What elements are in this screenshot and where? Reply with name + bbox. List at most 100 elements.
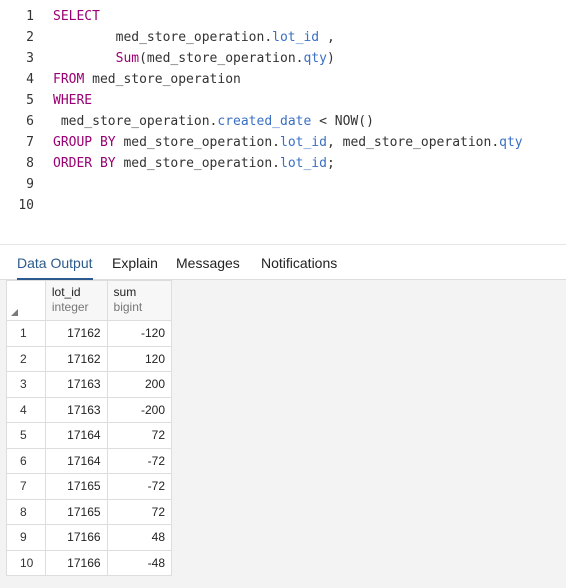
- cell-sum[interactable]: 72: [106, 498, 173, 525]
- code-line[interactable]: 1 SELECT: [0, 6, 566, 27]
- code-line[interactable]: 4 FROM med_store_operation: [0, 69, 566, 90]
- code-line[interactable]: 9: [0, 174, 566, 195]
- row-number[interactable]: 4: [6, 396, 46, 423]
- cell-sum[interactable]: -72: [106, 447, 173, 474]
- sort-triangle-icon: [11, 309, 18, 316]
- sql-text: , med_store_operation.: [326, 135, 500, 150]
- cell-sum[interactable]: 48: [106, 524, 173, 551]
- tab-data-output[interactable]: Data Output: [17, 245, 93, 280]
- column-name: lot_id: [51, 285, 81, 299]
- column-header-lot-id[interactable]: lot_id integer: [44, 280, 108, 321]
- line-number: 9: [26, 177, 34, 192]
- sql-text: med_store_operation.: [115, 135, 280, 150]
- row-number[interactable]: 7: [6, 473, 46, 500]
- cell-sum[interactable]: -120: [106, 320, 173, 347]
- cell-sum[interactable]: -200: [106, 396, 173, 423]
- column-name: sum: [113, 285, 137, 299]
- code-line[interactable]: 7 GROUP BY med_store_operation.lot_id, me…: [0, 132, 566, 153]
- cell-lot-id[interactable]: 17162: [44, 320, 108, 347]
- cell-lot-id[interactable]: 17166: [44, 524, 108, 551]
- cell-lot-id[interactable]: 17162: [44, 345, 108, 372]
- sql-field: qty: [499, 135, 523, 150]
- column-type: integer: [51, 300, 89, 314]
- row-number[interactable]: 5: [6, 422, 46, 449]
- line-number: 1: [26, 9, 34, 24]
- code-line[interactable]: 2 med_store_operation.lot_id ,: [0, 27, 566, 48]
- line-number: 3: [26, 51, 34, 66]
- cell-lot-id[interactable]: 17164: [44, 422, 108, 449]
- sql-field: qty: [303, 51, 327, 66]
- sql-field: lot_id: [280, 156, 327, 171]
- sql-keyword: WHERE: [53, 93, 93, 108]
- sql-text: ,: [319, 30, 335, 45]
- cell-sum[interactable]: -48: [106, 549, 173, 576]
- sql-field: lot_id: [272, 30, 320, 45]
- code-line[interactable]: 10: [0, 195, 566, 216]
- tab-explain[interactable]: Explain: [112, 255, 158, 271]
- line-number: 8: [26, 156, 34, 171]
- grid-corner-cell[interactable]: [6, 280, 46, 321]
- sql-text: (med_store_operation.: [139, 51, 304, 66]
- line-number: 10: [18, 198, 34, 213]
- row-number[interactable]: 6: [6, 447, 46, 474]
- row-number[interactable]: 9: [6, 524, 46, 551]
- sql-keyword: Sum: [115, 51, 140, 66]
- code-text: ORDER BY med_store_operation.lot_id;: [53, 153, 335, 174]
- column-header-sum[interactable]: sum bigint: [106, 280, 173, 321]
- code-line[interactable]: 3 Sum(med_store_operation.qty): [0, 48, 566, 69]
- cell-sum[interactable]: 72: [106, 422, 173, 449]
- row-number[interactable]: 10: [6, 549, 46, 576]
- results-tabbar: Data Output Explain Messages Notificatio…: [0, 245, 566, 280]
- code-line[interactable]: 8 ORDER BY med_store_operation.lot_id;: [0, 153, 566, 174]
- code-text: SELECT: [53, 6, 100, 27]
- cell-sum[interactable]: -72: [106, 473, 173, 500]
- tab-messages[interactable]: Messages: [176, 255, 240, 271]
- sql-text: med_store_operation.: [53, 30, 273, 45]
- sql-text: med_store_operation.: [115, 156, 280, 171]
- line-number: 2: [26, 30, 34, 45]
- results-panel: Data Output Explain Messages Notificatio…: [0, 244, 566, 588]
- grid-header-row: lot_id integer sum bigint: [6, 280, 173, 321]
- tab-notifications[interactable]: Notifications: [261, 255, 338, 271]
- row-number[interactable]: 2: [6, 345, 46, 372]
- row-number[interactable]: 3: [6, 371, 46, 398]
- code-line[interactable]: 6 med_store_operation.created_date < NOW…: [0, 111, 566, 132]
- code-text: Sum(med_store_operation.qty): [53, 48, 335, 69]
- cell-lot-id[interactable]: 17163: [44, 396, 108, 423]
- sql-text: [53, 51, 116, 66]
- row-number[interactable]: 8: [6, 498, 46, 525]
- cell-lot-id[interactable]: 17165: [44, 473, 108, 500]
- cell-lot-id[interactable]: 17165: [44, 498, 108, 525]
- cell-sum[interactable]: 120: [106, 345, 173, 372]
- sql-keyword: FROM: [53, 72, 85, 87]
- cell-sum[interactable]: 200: [106, 371, 173, 398]
- code-text: GROUP BY med_store_operation.lot_id, med…: [53, 132, 523, 153]
- line-number: 4: [26, 72, 34, 87]
- row-number[interactable]: 1: [6, 320, 46, 347]
- cell-lot-id[interactable]: 17163: [44, 371, 108, 398]
- cell-lot-id[interactable]: 17164: [44, 447, 108, 474]
- line-number: 5: [26, 93, 34, 108]
- code-text: FROM med_store_operation: [53, 69, 241, 90]
- code-text: WHERE: [53, 90, 92, 111]
- line-number: 6: [26, 114, 34, 129]
- sql-text: ): [326, 51, 335, 66]
- column-type: bigint: [113, 300, 143, 314]
- sql-text: med_store_operation.: [53, 114, 218, 129]
- sql-text: med_store_operation: [84, 72, 241, 87]
- line-number: 7: [26, 135, 34, 150]
- code-line[interactable]: 5 WHERE: [0, 90, 566, 111]
- cell-lot-id[interactable]: 17166: [44, 549, 108, 576]
